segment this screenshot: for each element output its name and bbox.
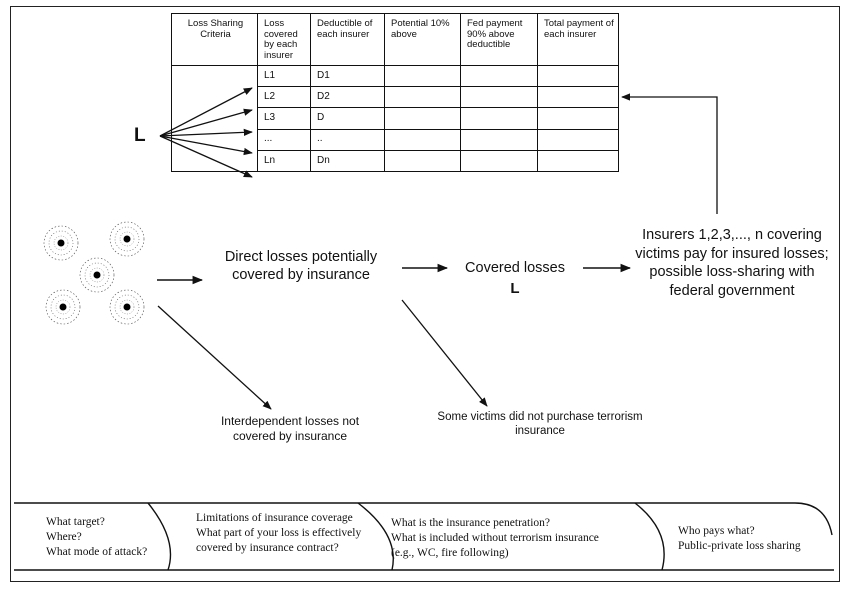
table-row: Ln Dn: [172, 149, 619, 172]
blast-icon: [109, 221, 145, 257]
question-payment-1: Who pays what?: [678, 525, 755, 537]
band-divider: [147, 502, 172, 571]
no-purchase-arrow: [401, 299, 488, 407]
no-purchase-label: Some victims did not purchase terrorism …: [437, 411, 643, 437]
table-row: ... ..: [172, 128, 619, 151]
fan-arrows: [159, 87, 253, 178]
question-penetration-2: What is included without terrorism insur…: [391, 532, 599, 544]
fan-arrow: [159, 128, 253, 137]
fan-arrow: [159, 87, 253, 137]
question-attack-2: Where?: [46, 531, 82, 543]
interdependent-arrow: [157, 305, 272, 410]
question-payment-2: Public-private loss sharing: [678, 540, 801, 552]
blast-icons: [43, 221, 145, 325]
total-loss-label: L: [134, 125, 146, 146]
table-cell: [537, 149, 619, 172]
question-attack-1: What target?: [46, 516, 105, 528]
insurers-pay-label: Insurers 1,2,3,..., n covering victims p…: [635, 227, 829, 299]
band-divider: [357, 502, 394, 571]
band-top-edge: [14, 502, 833, 536]
question-penetration-1: What is the insurance penetration?: [391, 517, 551, 529]
table-header-cell: Loss Sharing Criteria: [171, 13, 258, 66]
feedback-arrow: [621, 93, 718, 214]
direct-losses-label: Direct losses potentially covered by ins…: [224, 249, 378, 283]
blast-icon: [45, 289, 81, 325]
table-header-cell: Total payment of each insurer: [537, 13, 619, 66]
band-divider: [634, 502, 665, 571]
question-band: [14, 502, 834, 571]
diagram-frame: [10, 6, 840, 582]
question-coverage-3: covered by insurance contract?: [196, 542, 339, 554]
question-coverage-2: What part of your loss is effectively: [196, 527, 362, 539]
table-header-cell: Loss covered by each insurer: [257, 13, 311, 66]
question-coverage-1: Limitations of insurance coverage: [196, 512, 353, 524]
fan-arrow: [159, 135, 253, 156]
table-cell: Ln: [257, 149, 311, 172]
covered-losses-symbol: L: [510, 280, 520, 297]
blast-icon: [79, 257, 115, 293]
blast-icon: [109, 289, 145, 325]
table-row: L2 D2: [172, 86, 619, 109]
fan-arrow: [159, 135, 253, 178]
interdependent-losses-label: Interdependent losses not covered by ins…: [220, 414, 360, 443]
covered-losses-label: Covered losses: [465, 260, 565, 276]
blast-icon: [43, 225, 79, 261]
loss-sharing-table: Loss Sharing Criteria Loss covered by ea…: [171, 13, 619, 172]
table-row: L3 D: [172, 107, 619, 130]
fan-arrow: [159, 108, 253, 137]
question-attack-3: What mode of attack?: [46, 546, 148, 558]
question-penetration-3: (e.g., WC, fire following): [391, 547, 509, 559]
